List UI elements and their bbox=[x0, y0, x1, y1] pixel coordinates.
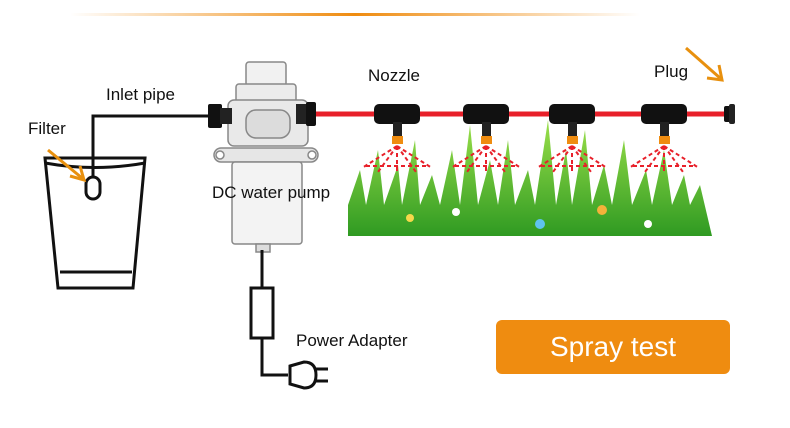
grass-field bbox=[348, 120, 712, 236]
pump-inlet-fitting bbox=[208, 104, 232, 128]
nozzle bbox=[628, 104, 700, 174]
nozzle bbox=[361, 104, 433, 174]
inlet-pipe bbox=[91, 114, 212, 177]
plug-label: Plug bbox=[654, 62, 689, 81]
nozzle-label: Nozzle bbox=[368, 66, 420, 85]
power-cable bbox=[249, 250, 288, 377]
inlet-pipe-label: Inlet pipe bbox=[106, 85, 175, 104]
nozzle bbox=[536, 104, 608, 174]
plug-cap bbox=[724, 104, 735, 124]
pump-outlet-fitting bbox=[296, 102, 316, 126]
filter-element bbox=[84, 175, 102, 201]
plug-arrow bbox=[685, 46, 724, 82]
dc-water-pump bbox=[213, 61, 319, 253]
nozzle bbox=[450, 104, 522, 174]
filter-label: Filter bbox=[28, 119, 66, 138]
filter-arrow bbox=[47, 148, 87, 183]
bucket bbox=[43, 156, 147, 290]
pump-label: DC water pump bbox=[212, 183, 331, 202]
spray-test-button[interactable]: Spray test bbox=[496, 320, 730, 374]
power-adapter-label: Power Adapter bbox=[296, 331, 408, 350]
power-plug-icon bbox=[288, 360, 328, 390]
top-divider bbox=[70, 13, 640, 16]
